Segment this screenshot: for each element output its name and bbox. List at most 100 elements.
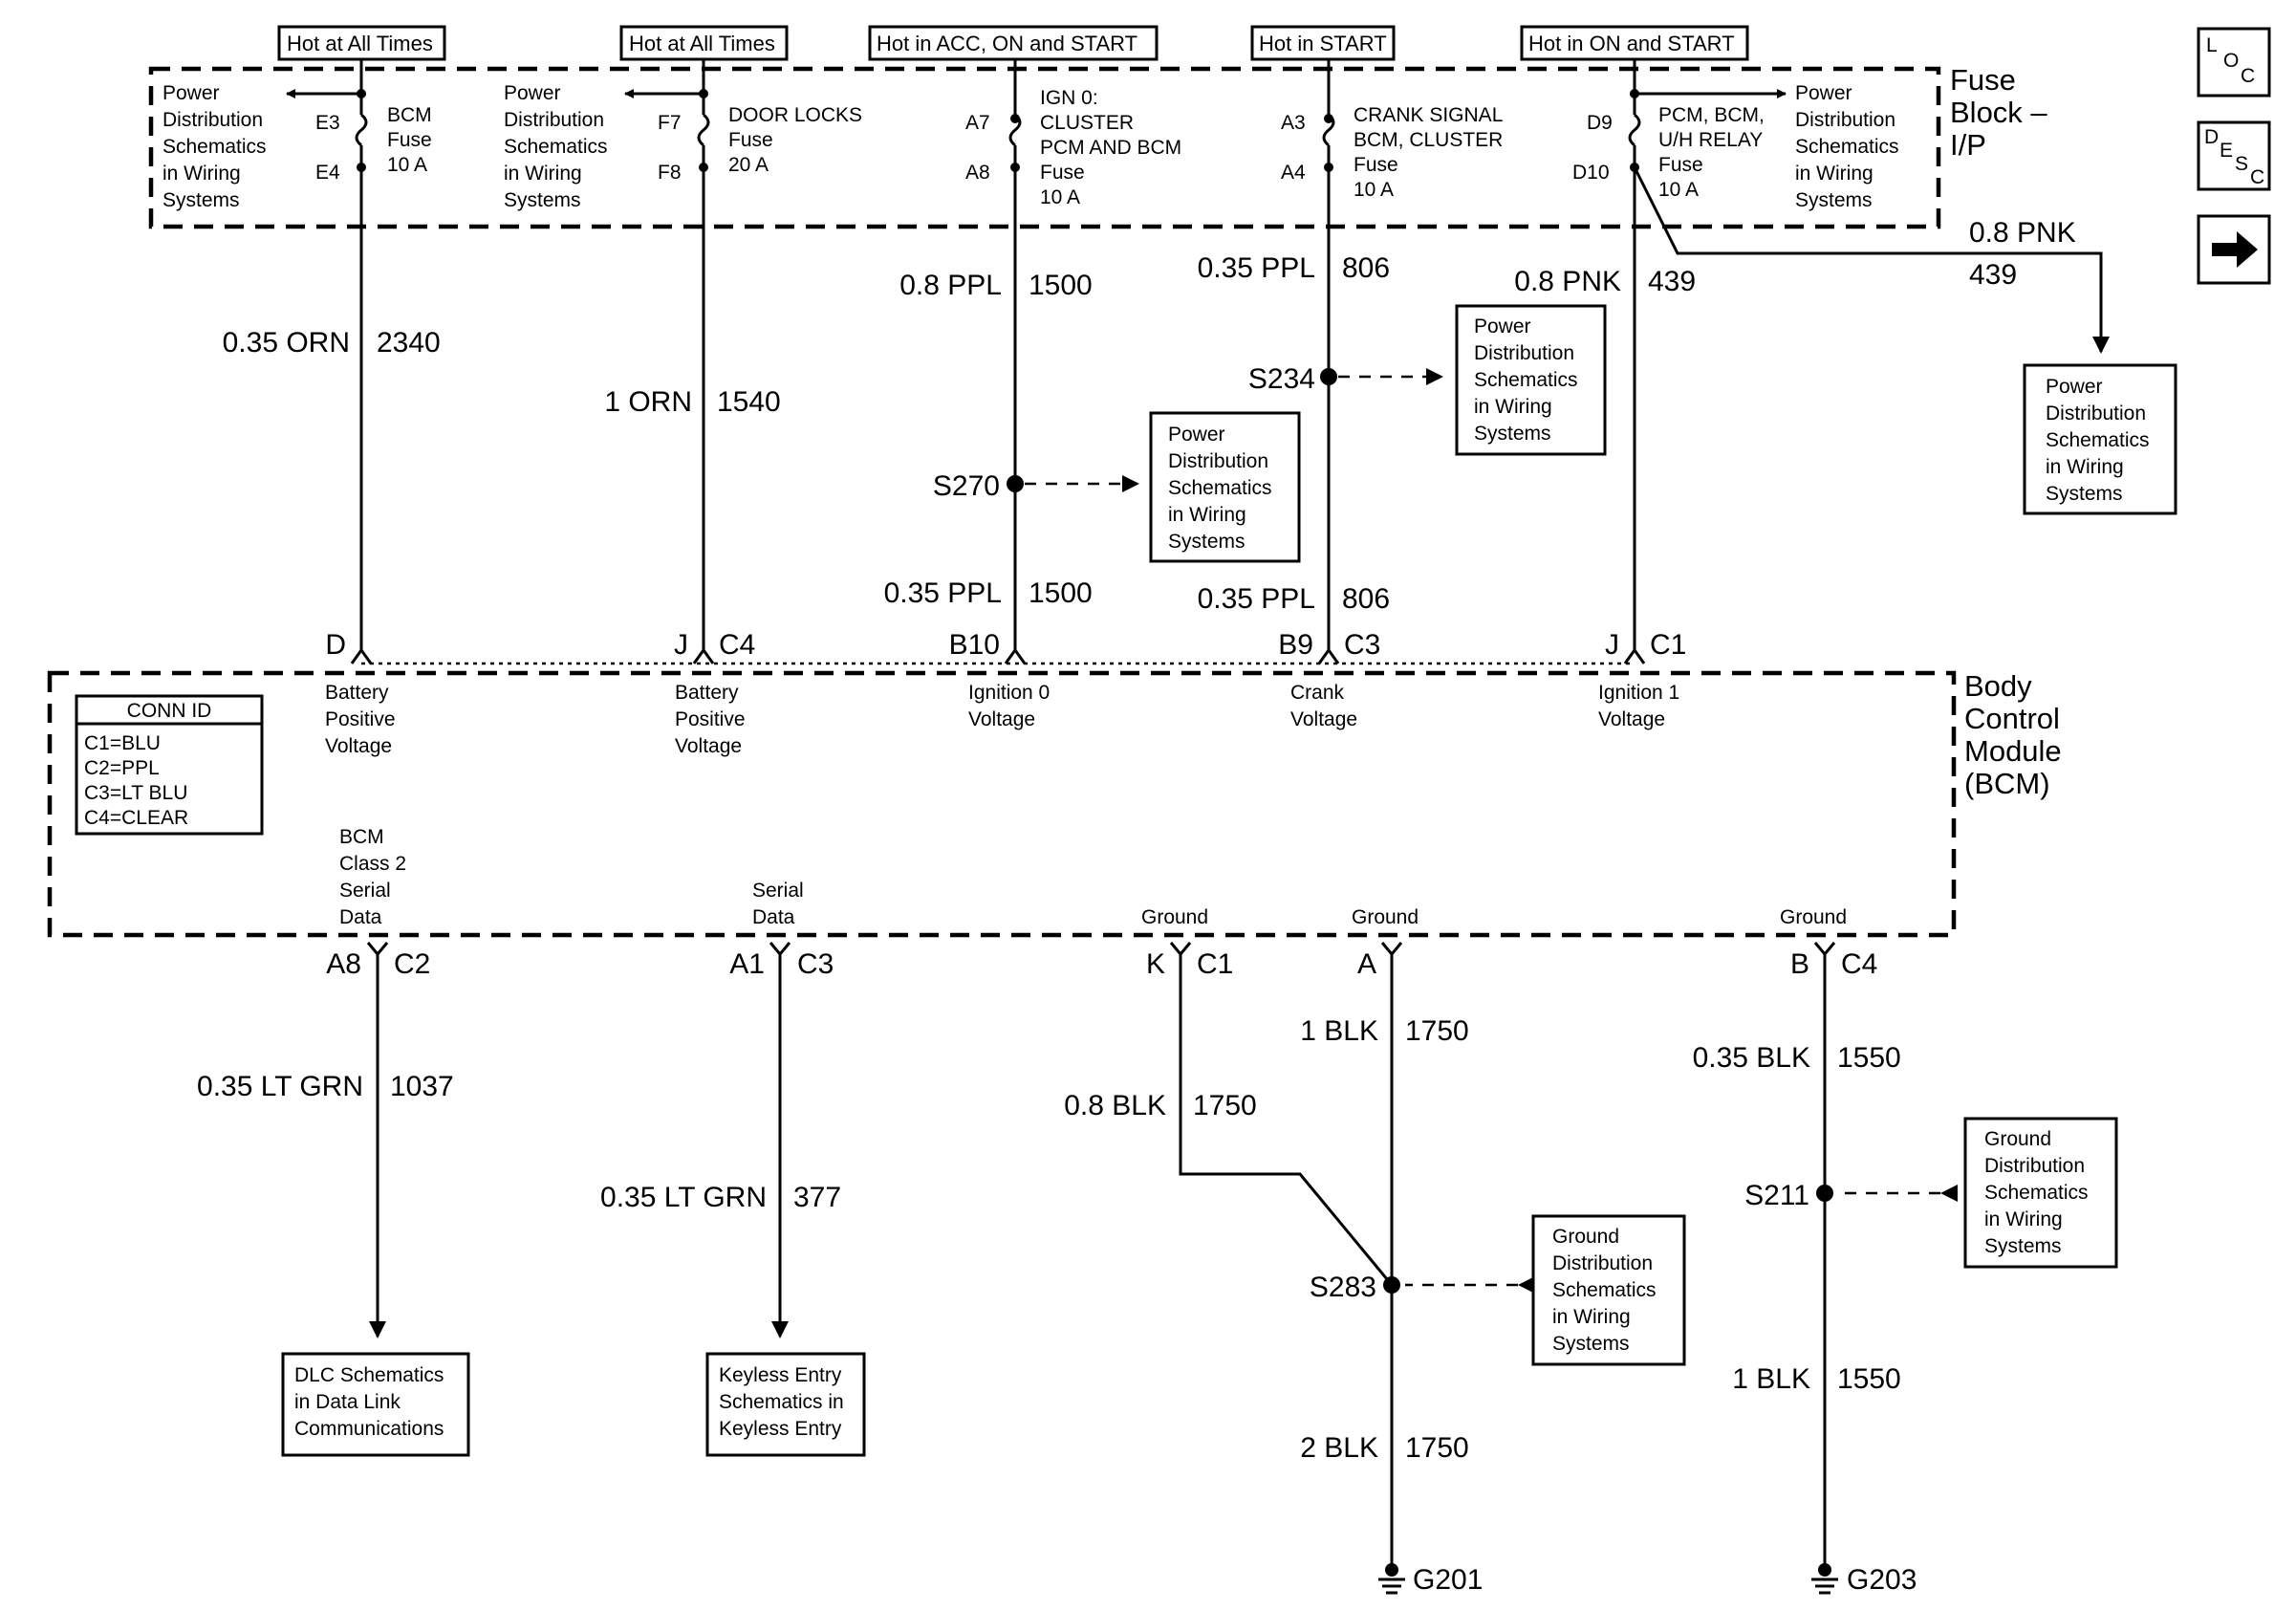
svg-text:Ground: Ground [1552, 1226, 1619, 1248]
svg-text:Schematics: Schematics [2046, 429, 2150, 451]
svg-text:Power: Power [162, 82, 220, 104]
splice-s283: S283 [1310, 1272, 1535, 1303]
svg-text:Battery: Battery [675, 682, 739, 704]
svg-text:Distribution: Distribution [1795, 109, 1895, 131]
svg-text:Voltage: Voltage [968, 708, 1035, 730]
keyless-ref-box: Keyless Entry Schematics in Keyless Entr… [705, 1352, 866, 1457]
fuse-name-line: CRANK SIGNAL [1354, 104, 1503, 126]
conn-id-table: CONN ID C1=BLU C2=PPL C3=LT BLU C4=CLEAR [75, 694, 264, 836]
svg-text:Serial: Serial [752, 880, 804, 902]
conn-id-title: CONN ID [127, 700, 212, 722]
svg-text:E: E [2220, 140, 2233, 162]
power-dist-ref-2: Power Distribution Schematics in Wiring … [504, 82, 608, 211]
fuse-name-line: Fuse [1040, 162, 1085, 184]
fuse-name-line: BCM, CLUSTER [1354, 129, 1503, 151]
connector-label: C3 [797, 948, 834, 980]
svg-text:Systems: Systems [162, 189, 240, 211]
fuse-name-line: 10 A [1658, 179, 1699, 201]
wire-gauge: 0.35 PPL [884, 577, 1002, 609]
svg-text:S: S [2235, 153, 2248, 175]
wire-circuit: 377 [793, 1182, 841, 1213]
svg-text:D: D [2204, 126, 2219, 148]
svg-text:Schematics: Schematics [1474, 369, 1578, 391]
ground-g203: G203 [1811, 1563, 1917, 1596]
ground-dist-ref-box-s211: Ground Distribution Schematics in Wiring… [1963, 1117, 2118, 1269]
fuse-in-pin: E3 [315, 112, 340, 134]
svg-text:Control: Control [1964, 702, 2060, 735]
top-wire-labels: 0.35 ORN 2340 1 ORN 1540 0.8 PPL 1500 0.… [223, 252, 1696, 615]
svg-text:Serial: Serial [339, 880, 391, 902]
fuse-name-line: Fuse [1354, 154, 1398, 176]
svg-text:Distribution: Distribution [1168, 450, 1268, 472]
power-source-label: Hot in ON and START [1528, 32, 1735, 55]
power-source-label: Hot at All Times [287, 32, 433, 55]
svg-text:in Data Link: in Data Link [294, 1391, 401, 1413]
conn-id-row: C4=CLEAR [84, 807, 188, 829]
svg-text:Power: Power [2046, 376, 2103, 398]
svg-text:Battery: Battery [325, 682, 389, 704]
svg-text:Data: Data [339, 906, 382, 928]
fuse-name-line: CLUSTER [1040, 112, 1134, 134]
desc-button[interactable]: D E S C [2197, 120, 2271, 191]
fuse-out-pin: A4 [1281, 162, 1306, 184]
power-source-label: Hot in ACC, ON and START [877, 32, 1137, 55]
fuse-name-line: U/H RELAY [1658, 129, 1763, 151]
fuse-in-pin: F7 [658, 112, 682, 134]
wire-circuit: 2340 [377, 327, 441, 359]
power-dist-ref-box-s270: Power Distribution Schematics in Wiring … [1149, 411, 1301, 563]
pin-label: B10 [949, 629, 1000, 661]
wire-circuit: 1500 [1029, 270, 1093, 301]
pin-label: D [325, 629, 346, 661]
svg-text:Distribution: Distribution [1474, 342, 1574, 364]
power-dist-ref-box-s234: Power Distribution Schematics in Wiring … [1455, 304, 1607, 456]
ground-g201: G201 [1378, 1563, 1483, 1596]
svg-text:S234: S234 [1248, 363, 1315, 395]
wire-circuit: 439 [1969, 259, 2017, 291]
bcm-top-pins: D Battery Positive Voltage J C4 Battery … [325, 629, 1686, 757]
bcm-title: Body Control Module (BCM) [1964, 669, 2062, 800]
svg-text:in Wiring: in Wiring [162, 163, 241, 185]
svg-text:C: C [2241, 65, 2255, 87]
fuse-name-line: Fuse [387, 129, 432, 151]
splice-s234: S234 [1248, 363, 1443, 395]
splice-s211: S211 [1744, 1180, 1958, 1211]
wire-circuit: 1750 [1405, 1015, 1469, 1047]
conn-id-row: C3=LT BLU [84, 782, 187, 804]
svg-text:Systems: Systems [504, 189, 581, 211]
fuse-name-line: IGN 0: [1040, 87, 1098, 109]
svg-text:Crank: Crank [1290, 682, 1345, 704]
svg-text:in Wiring: in Wiring [504, 163, 582, 185]
svg-text:Ground: Ground [1141, 906, 1208, 928]
fuse-in-pin: A3 [1281, 112, 1306, 134]
svg-text:Systems: Systems [1552, 1333, 1630, 1355]
loc-button[interactable]: L O C [2197, 27, 2271, 98]
svg-text:Schematics: Schematics [504, 136, 608, 158]
wire-circuit: 1750 [1405, 1432, 1469, 1464]
pin-label: B [1790, 948, 1809, 980]
wire-gauge: 0.8 BLK [1064, 1090, 1166, 1121]
fuse-block-title: Fuse Block – I/P [1950, 63, 2047, 162]
svg-text:Module: Module [1964, 734, 2062, 768]
wire-gauge: 1 BLK [1732, 1363, 1810, 1395]
conn-id-row: C1=BLU [84, 732, 161, 754]
svg-text:Positive: Positive [675, 708, 746, 730]
svg-text:Class 2: Class 2 [339, 853, 406, 875]
svg-text:Schematics: Schematics [1795, 136, 1899, 158]
next-button[interactable] [2197, 214, 2271, 285]
svg-text:Schematics: Schematics [162, 136, 267, 158]
svg-text:in Wiring: in Wiring [1552, 1306, 1631, 1328]
fuse-block-outline [148, 66, 1941, 229]
svg-text:Keyless Entry: Keyless Entry [719, 1418, 842, 1440]
wire-circuit: 1540 [717, 386, 781, 418]
fuse-bcm: E3 E4 BCM Fuse 10 A [286, 69, 432, 184]
wire-gauge: 0.35 LT GRN [197, 1071, 363, 1102]
wire-gauge: 0.35 ORN [223, 327, 350, 359]
fuse-name-line: Fuse [1658, 154, 1703, 176]
wire-gauge: 0.35 BLK [1693, 1042, 1810, 1074]
svg-text:Schematics: Schematics [1168, 477, 1272, 499]
fuse-out-pin: D10 [1572, 162, 1610, 184]
bcm-bottom-pins: A8 C2 A1 C3 K C1 A B C4 [326, 948, 1877, 980]
svg-text:Schematics in: Schematics in [719, 1391, 844, 1413]
wire-gauge: 0.35 PPL [1198, 252, 1315, 284]
power-dist-ref-1: Power Distribution Schematics in Wiring … [162, 82, 267, 211]
